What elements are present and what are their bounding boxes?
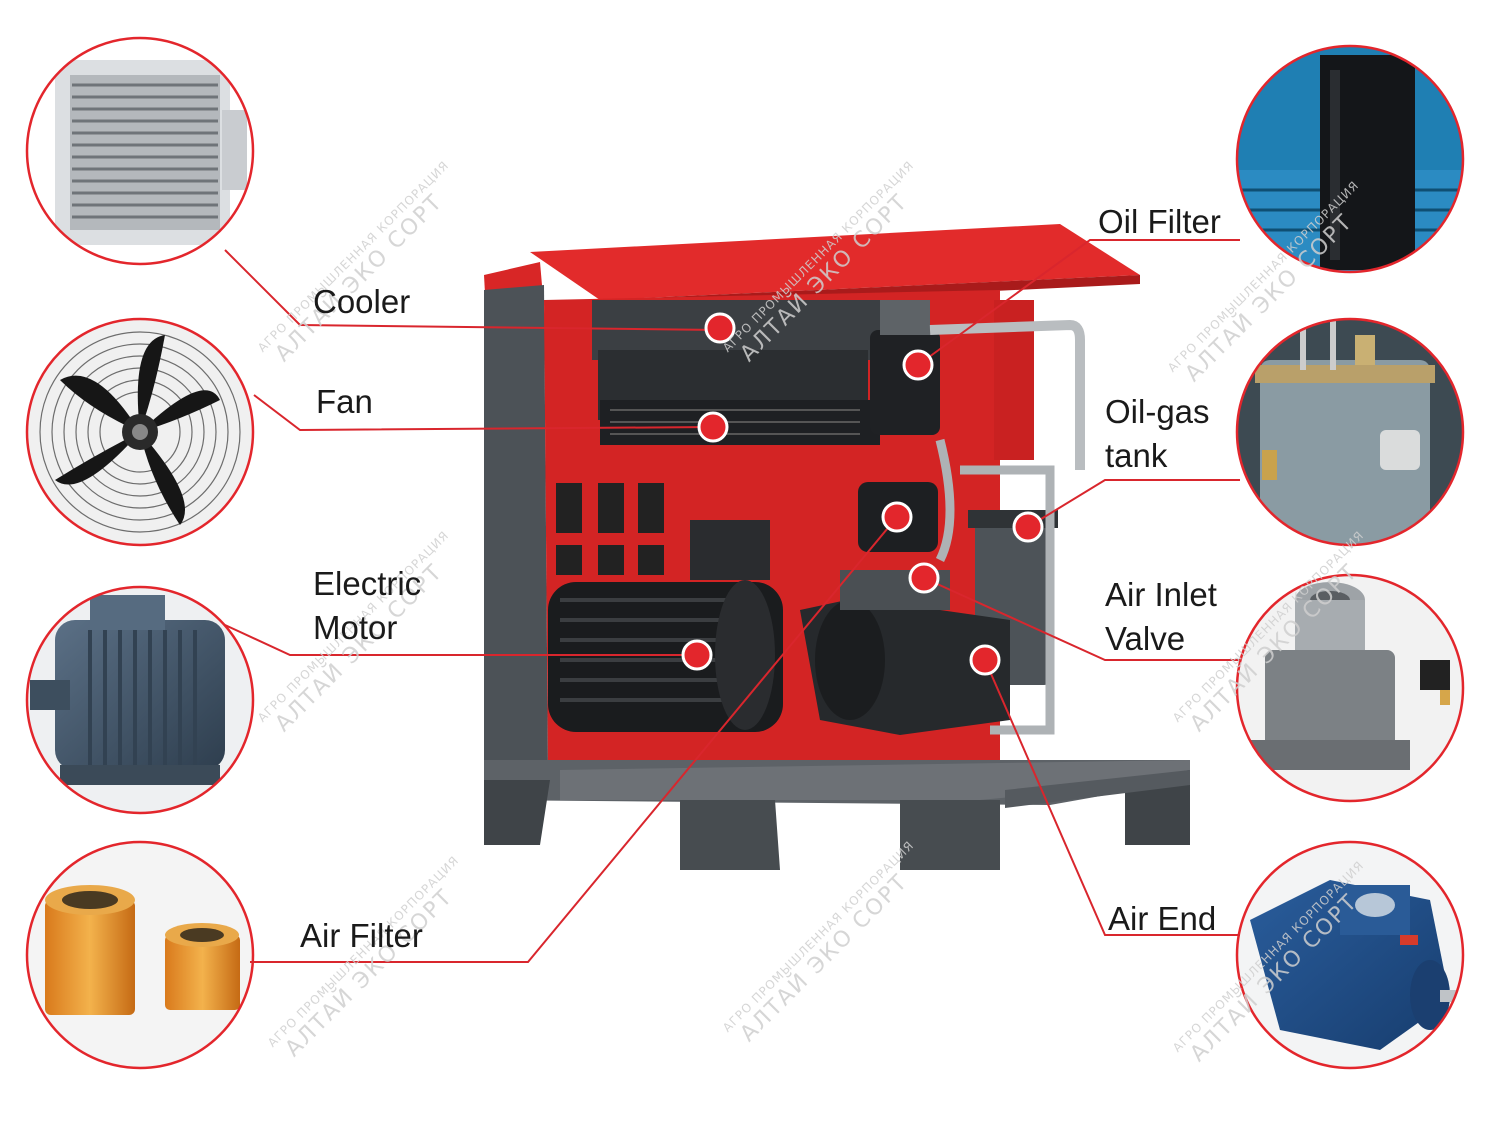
leader-air-filter (250, 516, 898, 963)
label-air-end: Air End (1108, 900, 1217, 937)
marker-oil-filter (902, 349, 934, 381)
marker-fan (697, 411, 729, 443)
vent-grille (556, 483, 664, 575)
oil-gas-tank-photo (1235, 317, 1465, 547)
fan-photo (25, 317, 255, 547)
compressor-cabinet (484, 224, 1190, 870)
label-air-filter: Air Filter (300, 917, 423, 954)
leader-lines (224, 239, 1240, 963)
leader-fan (253, 394, 714, 432)
label-oil-gas-tank-line1: Oil-gas (1105, 393, 1210, 430)
label-cooler: Cooler (313, 283, 411, 320)
label-air-inlet-valve-line2: Valve (1105, 620, 1186, 657)
label-electric-motor-line2: Motor (313, 609, 398, 646)
air-filter-photo (25, 840, 255, 1070)
leader-electric-motor (224, 624, 697, 656)
label-oil-filter: Oil Filter (1098, 203, 1221, 240)
marker-air-inlet-valve (908, 562, 940, 594)
air-end-photo (1235, 840, 1465, 1070)
cooler-photo (25, 36, 255, 266)
electric-motor-photo (25, 585, 255, 815)
leader-air-end (984, 659, 1240, 936)
leader-oil-gas-tank (1027, 479, 1240, 528)
leader-cooler (224, 249, 721, 331)
leader-air-inlet-valve (923, 577, 1240, 661)
marker-air-filter (881, 501, 913, 533)
marker-oil-gas-tank (1012, 511, 1044, 543)
oil-filter-photo (1235, 44, 1465, 274)
marker-dots (681, 312, 1044, 676)
label-oil-gas-tank-line2: tank (1105, 437, 1168, 474)
marker-electric-motor (681, 639, 713, 671)
air-inlet-valve-photo (1235, 573, 1465, 803)
marker-air-end (969, 644, 1001, 676)
label-fan: Fan (316, 383, 373, 420)
marker-cooler (704, 312, 736, 344)
label-electric-motor-line1: Electric (313, 565, 422, 602)
label-air-inlet-valve-line1: Air Inlet (1105, 576, 1217, 613)
leader-oil-filter (917, 239, 1240, 366)
